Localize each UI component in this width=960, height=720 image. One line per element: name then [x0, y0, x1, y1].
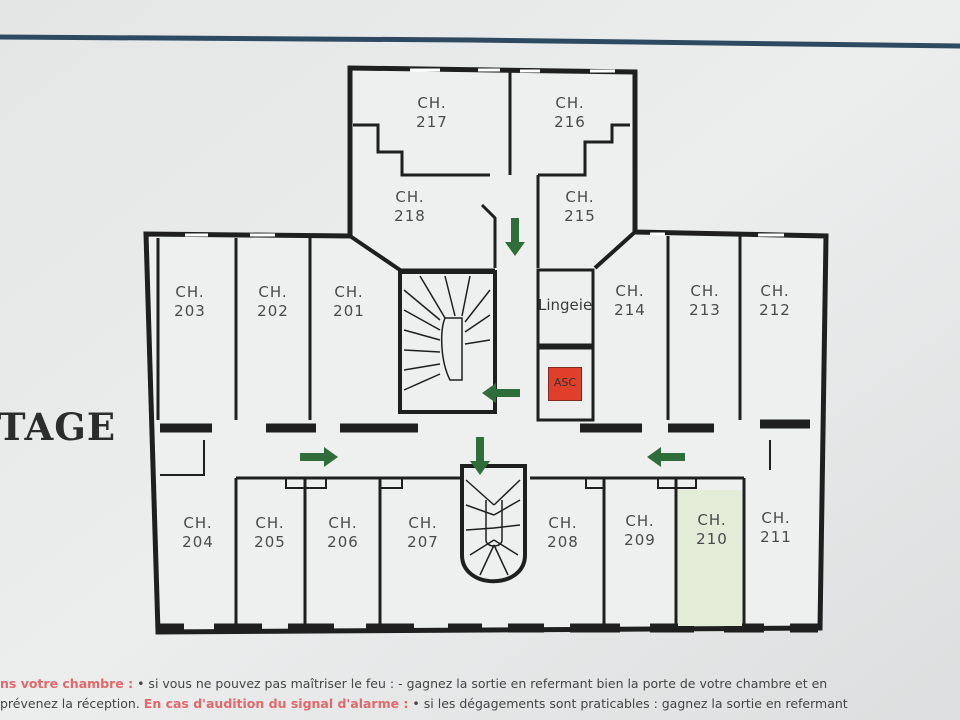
room-prefix: CH. [548, 514, 578, 532]
top-frame-line [0, 34, 960, 49]
room-label-210: CH.210 [682, 511, 742, 549]
room-prefix: CH. [258, 283, 288, 301]
room-label-209: CH.209 [610, 512, 670, 550]
room-label-212: CH.212 [745, 282, 805, 320]
wall-204-top [160, 440, 205, 476]
room-label-215: CH.215 [550, 188, 610, 226]
room-prefix: CH. [334, 283, 364, 301]
room-number: 216 [554, 113, 586, 131]
room-label-205: CH.205 [240, 514, 300, 552]
instructions-text-1: • si vous ne pouvez pas maîtriser le feu… [133, 676, 828, 691]
wall-215-top [538, 123, 630, 177]
instructions-text-2a: prévenez la réception. [0, 696, 144, 711]
room-number: 206 [327, 533, 359, 551]
room-label-218: CH.218 [380, 188, 440, 226]
safety-instructions: ns votre chambre : • si vous ne pouvez p… [0, 674, 960, 714]
instructions-heading-room: ns votre chambre : [0, 676, 134, 691]
instructions-text-2b: • si les dégagements sont praticables : … [408, 696, 848, 711]
room-number: 202 [257, 302, 289, 320]
room-number: 214 [614, 301, 646, 319]
room-number: 204 [182, 533, 214, 551]
instructions-heading-alarm: En cas d'audition du signal d'alarme : [143, 696, 409, 711]
room-label-203: CH.203 [160, 283, 220, 321]
room-number: 217 [416, 113, 448, 131]
floor-plan [143, 65, 829, 635]
room-prefix: CH. [175, 283, 205, 301]
lower-stairwell [460, 464, 527, 584]
room-prefix: CH. [690, 282, 720, 300]
lower-stairs-treads [465, 479, 521, 576]
wall-218-right [480, 203, 497, 268]
room-prefix: CH. [255, 514, 285, 532]
wall-chamfer-left [348, 234, 402, 272]
room-prefix: CH. [328, 514, 358, 532]
room-label-204: CH.204 [168, 514, 228, 552]
room-label-213: CH.213 [675, 282, 735, 320]
room-prefix: CH. [565, 188, 595, 206]
room-number: 215 [564, 207, 596, 225]
wall-218-top [353, 123, 490, 177]
room-label-211: CH.211 [746, 509, 806, 547]
room-prefix: CH. [408, 514, 438, 532]
room-label-201: CH.201 [319, 283, 379, 321]
elevator-shaft [536, 346, 595, 422]
room-label-208: CH.208 [533, 514, 593, 552]
room-prefix: CH. [761, 509, 791, 527]
room-number: 210 [696, 530, 728, 548]
wall-chamfer-right [593, 230, 637, 270]
room-number: 203 [174, 302, 206, 320]
room-prefix: CH. [395, 188, 425, 206]
room-prefix: CH. [183, 514, 213, 532]
room-number: 207 [407, 533, 439, 551]
room-prefix: CH. [697, 511, 727, 529]
elevator-label: ASC [548, 367, 582, 401]
room-prefix: CH. [760, 282, 790, 300]
room-prefix: CH. [625, 512, 655, 530]
window-marks [185, 68, 784, 237]
room-210-highlight [678, 490, 742, 626]
room-number: 209 [624, 531, 656, 549]
floor-title: TAGE [0, 405, 117, 449]
room-label-206: CH.206 [313, 514, 373, 552]
room-number: 218 [394, 207, 426, 225]
room-label-217: CH.217 [402, 94, 462, 132]
upper-stairwell [398, 270, 497, 414]
room-label-214: CH.214 [600, 282, 660, 320]
room-label-207: CH.207 [393, 514, 453, 552]
linen-room-label: Lingeie [538, 296, 593, 314]
upper-stairs-treads [403, 275, 491, 391]
room-number: 208 [547, 533, 579, 551]
outer-wall [143, 65, 829, 635]
corridor-walls-upper [160, 419, 810, 433]
instructions-line-2: prévenez la réception. En cas d'audition… [0, 694, 960, 714]
room-number: 201 [333, 302, 365, 320]
room-prefix: CH. [615, 282, 645, 300]
instructions-line-1: ns votre chambre : • si vous ne pouvez p… [0, 674, 960, 694]
room-label-202: CH.202 [243, 283, 303, 321]
room-number: 212 [759, 301, 791, 319]
room-number: 205 [254, 533, 286, 551]
linen-room [536, 268, 595, 347]
room-number: 213 [689, 301, 721, 319]
room-prefix: CH. [417, 94, 447, 112]
room-prefix: CH. [555, 94, 585, 112]
room-label-216: CH.216 [540, 94, 600, 132]
room-number: 211 [760, 528, 792, 546]
